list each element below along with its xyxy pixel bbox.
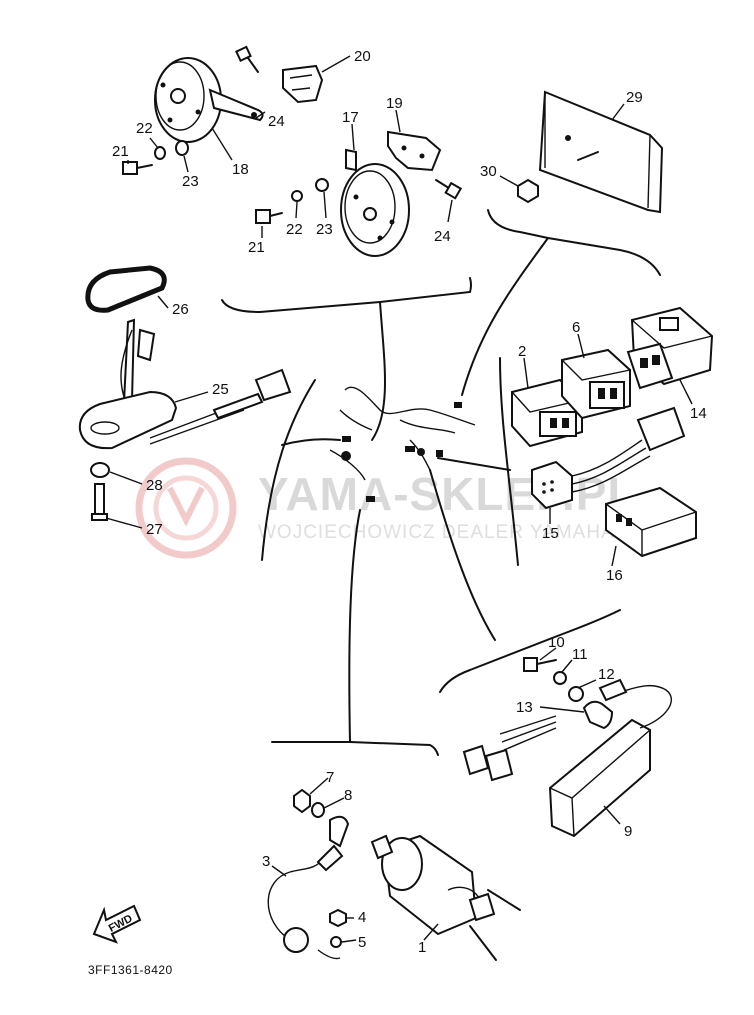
horn-bracket-20 <box>282 64 324 104</box>
relay-6 <box>561 348 631 420</box>
bolt-27 <box>91 483 108 521</box>
horn-18 <box>154 57 264 143</box>
flasher-relay-14 <box>626 306 714 390</box>
bolt-24a <box>235 45 259 73</box>
part-number-9: 9 <box>624 823 632 840</box>
part-number-21: 21 <box>248 239 265 256</box>
part-number-4: 4 <box>358 909 366 926</box>
control-unit-29 <box>538 90 664 214</box>
forward-label: FWD <box>107 912 135 934</box>
part-number-3: 3 <box>262 853 270 870</box>
part-number-22: 22 <box>136 120 153 137</box>
gasket-26 <box>85 265 167 313</box>
watermark-subtitle: WOJCIECHOWICZ DEALER YAMAHA <box>258 522 615 543</box>
part-number-29: 29 <box>626 89 643 106</box>
bolt-21a <box>122 161 153 175</box>
group-brackets <box>221 209 661 756</box>
frame-mount-point <box>417 448 425 456</box>
part-number-15: 15 <box>542 525 559 542</box>
washer-22a <box>154 146 166 160</box>
bolt-21b <box>255 209 283 224</box>
part-number-5: 5 <box>358 934 366 951</box>
frame-mount-point <box>342 436 351 442</box>
fuel-sender-25 <box>78 318 292 450</box>
nut-7 <box>293 788 311 814</box>
forward-marker: FWD <box>92 904 142 944</box>
frame-mount-point <box>341 451 351 461</box>
forward-arrow-icon <box>92 904 142 944</box>
part-number-24: 24 <box>268 113 285 130</box>
part-number-8: 8 <box>344 787 352 804</box>
starter-relay-1 <box>370 834 521 961</box>
connector-16 <box>605 486 697 558</box>
part-number-1: 1 <box>418 939 426 956</box>
connector-15 <box>531 406 686 510</box>
part-number-10: 10 <box>548 634 565 651</box>
part-number-12: 12 <box>598 666 615 683</box>
part-number-19: 19 <box>386 95 403 112</box>
nut-4 <box>329 908 347 928</box>
diagram-code: 3FF1361-8420 <box>88 963 173 977</box>
bolt-10 <box>523 657 557 672</box>
part-number-16: 16 <box>606 567 623 584</box>
frame-mount-point <box>454 402 462 408</box>
part-number-7: 7 <box>326 769 334 786</box>
washer-22b <box>291 190 303 202</box>
washer-8 <box>311 802 325 818</box>
frame-mount-point <box>436 450 443 457</box>
lead-wire-3 <box>267 815 350 960</box>
part-number-30: 30 <box>480 163 497 180</box>
cdi-unit-9 <box>462 678 672 838</box>
part-number-18: 18 <box>232 161 249 178</box>
frame-mount-point <box>366 496 375 502</box>
washer-23b <box>315 178 329 192</box>
nut-30 <box>517 178 539 204</box>
part-number-17: 17 <box>342 109 359 126</box>
part-number-26: 26 <box>172 301 189 318</box>
horn-17 <box>340 148 410 257</box>
washer-23a <box>175 140 189 156</box>
part-number-28: 28 <box>146 477 163 494</box>
part-number-6: 6 <box>572 319 580 336</box>
washer-11 <box>553 671 567 685</box>
grommet-28 <box>90 462 110 478</box>
part-number-22: 22 <box>286 221 303 238</box>
frame-outline <box>329 386 476 502</box>
part-number-25: 25 <box>212 381 229 398</box>
bolt-24b <box>435 179 463 200</box>
part-number-2: 2 <box>518 343 526 360</box>
washer-5 <box>330 936 342 948</box>
clamp-13 <box>582 700 614 730</box>
frame-mount-point <box>405 446 415 452</box>
part-number-13: 13 <box>516 699 533 716</box>
part-number-11: 11 <box>572 646 588 663</box>
part-number-14: 14 <box>690 405 707 422</box>
part-number-21: 21 <box>112 143 129 160</box>
yamaha-logo-icon <box>135 457 237 559</box>
washer-12 <box>568 686 584 702</box>
leader-lines <box>105 55 693 943</box>
part-number-23: 23 <box>316 221 333 238</box>
part-number-20: 20 <box>354 48 371 65</box>
part-number-24: 24 <box>434 228 451 245</box>
part-number-labels: 20 24 18 21 22 23 17 19 24 21 22 23 29 3… <box>112 48 707 956</box>
watermark-title: YAMA-SKLEP.PL <box>258 468 637 520</box>
part-number-27: 27 <box>146 521 163 538</box>
part-number-23: 23 <box>182 173 199 190</box>
horn-bracket-19 <box>387 130 442 172</box>
